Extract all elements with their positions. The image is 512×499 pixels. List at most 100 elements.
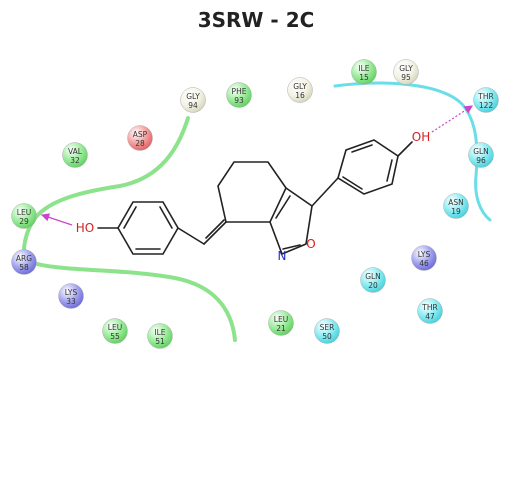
residue-circle (226, 82, 252, 108)
residue-number: 19 (451, 207, 461, 216)
residue-name: ASN (448, 198, 464, 207)
residue-name: VAL (68, 147, 83, 156)
atom-label-hydroxyl-left: HO (76, 221, 94, 235)
residue-number: 16 (295, 91, 305, 100)
residue-circle (351, 59, 377, 85)
residue-number: 55 (110, 332, 120, 341)
residue-circle (11, 203, 37, 229)
residue-name: LYS (418, 250, 431, 259)
residue-name: SER (320, 323, 335, 332)
residue-circle (287, 77, 313, 103)
residue-number: 95 (401, 73, 411, 82)
residue-name: GLN (473, 147, 489, 156)
cyclohexene-ring (217, 161, 287, 223)
atom-label-hydroxyl-right: OH (412, 130, 430, 144)
atom-label-ring-oxygen: O (306, 237, 315, 251)
residue-name: LEU (274, 315, 288, 324)
residue-name: ILE (358, 64, 369, 73)
residue-name: PHE (232, 87, 247, 96)
atom-labels: HO OH O N (76, 130, 430, 263)
residue-name: ILE (154, 328, 165, 337)
left-phenyl-ring (117, 201, 179, 255)
pocket-contour-right (333, 81, 492, 222)
residue-name: GLY (399, 64, 413, 73)
right-hydroxyl-bond (397, 141, 413, 157)
residue-name: GLY (186, 92, 200, 101)
residue-number: 58 (19, 263, 29, 272)
residue-name: LEU (108, 323, 122, 332)
residue-number: 33 (66, 297, 76, 306)
residue-name: ARG (16, 254, 32, 263)
residue-circle (468, 142, 494, 168)
residue-circle (417, 298, 443, 324)
residue-circle (180, 87, 206, 113)
residue-circle (393, 59, 419, 85)
residue-number: 21 (276, 324, 286, 333)
residue-number: 94 (188, 101, 198, 110)
residue-number: 50 (322, 332, 332, 341)
isoxazole-ring (269, 187, 313, 256)
residue-number: 32 (70, 156, 80, 165)
residue-circle (268, 310, 294, 336)
residue-number: 28 (135, 139, 145, 148)
residue-circle (473, 87, 499, 113)
residue-circle (11, 249, 37, 275)
atom-label-ring-nitrogen: N (278, 249, 287, 263)
pocket-contour-left-upper (21, 116, 190, 264)
hbond-arrow-leu29 (40, 213, 73, 226)
residue-number: 51 (155, 337, 165, 346)
residue-circle (62, 142, 88, 168)
diagram-title: 3SRW - 2C (197, 8, 315, 32)
residue-number: 122 (479, 101, 494, 110)
residue-name: THR (477, 92, 493, 101)
right-phenyl-ring (337, 139, 399, 195)
residue-circle (314, 318, 340, 344)
hbond-arrows (40, 105, 474, 226)
residue-number: 46 (419, 259, 429, 268)
residue-circle (443, 193, 469, 219)
pocket-contours (21, 81, 492, 342)
residue-number: 15 (359, 73, 369, 82)
residue-name: LEU (17, 208, 31, 217)
residue-name: GLY (293, 82, 307, 91)
residue-circle (360, 267, 386, 293)
residue-circle (127, 125, 153, 151)
hbond-arrow-thr122 (431, 105, 474, 133)
residue-name: GLN (365, 272, 381, 281)
residue-number: 20 (368, 281, 378, 290)
residue-number: 29 (19, 217, 29, 226)
residue-name: THR (421, 303, 437, 312)
residue-name: LYS (65, 288, 78, 297)
residue-circle (102, 318, 128, 344)
residue-name: ASP (133, 130, 148, 139)
pocket-contour-left-lower (28, 260, 237, 342)
residue-circle (58, 283, 84, 309)
residue-number: 47 (425, 312, 435, 321)
residue-number: 96 (476, 156, 486, 165)
residue-nodes: GLY94PHE93GLY16ILE15GLY95THR122ASP28VAL3… (11, 59, 499, 349)
residue-number: 93 (234, 96, 244, 105)
ligand-structure (97, 139, 413, 256)
residue-circle (147, 323, 173, 349)
